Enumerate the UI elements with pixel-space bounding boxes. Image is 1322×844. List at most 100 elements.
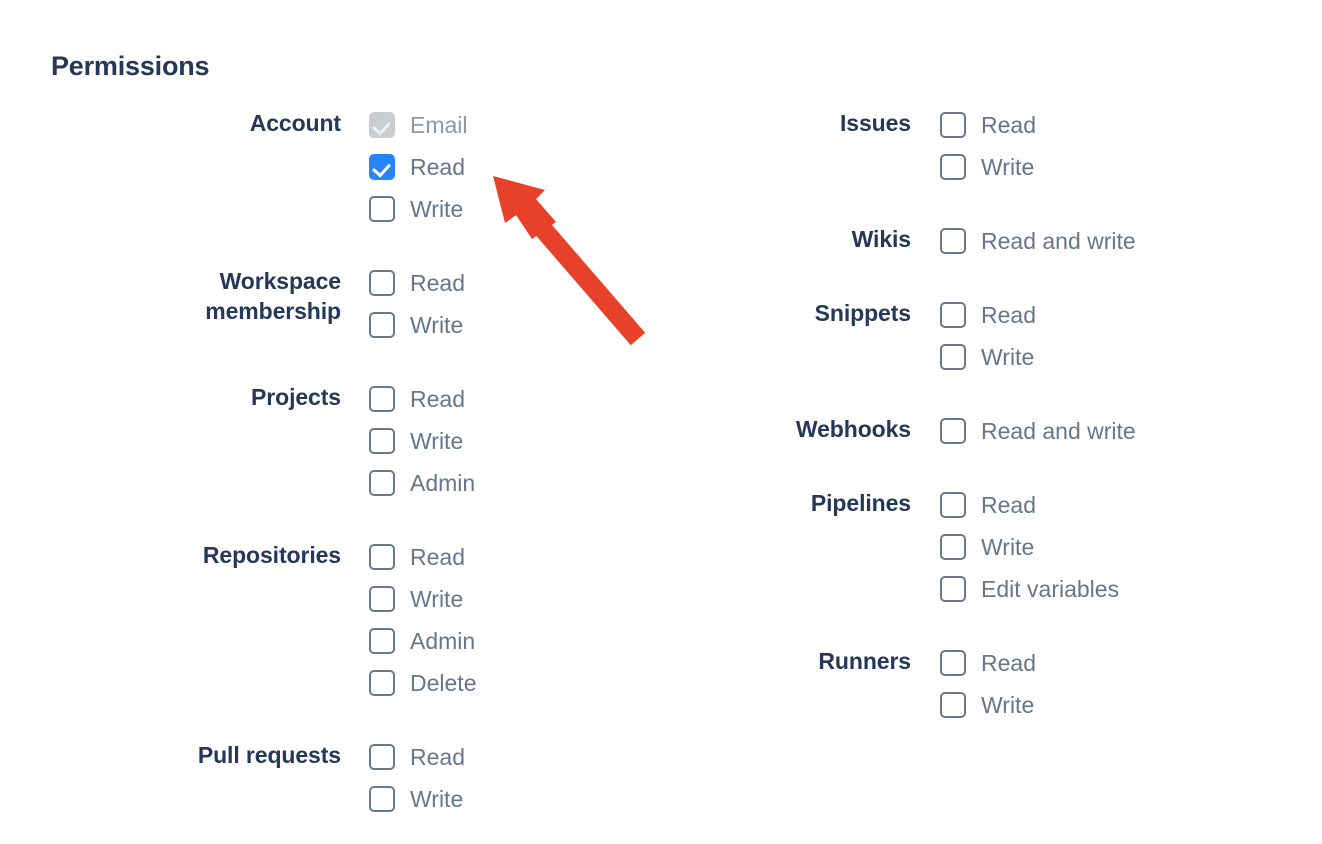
- option-label-write: Write: [981, 692, 1035, 718]
- option-row-workspace-membership-write[interactable]: Write: [369, 304, 620, 346]
- option-row-pull-requests-read[interactable]: Read: [369, 736, 620, 778]
- option-row-runners-read[interactable]: Read: [940, 642, 1250, 684]
- option-label-read: Read: [410, 386, 465, 412]
- option-row-repositories-read[interactable]: Read: [369, 536, 620, 578]
- checkbox-unchecked[interactable]: [940, 692, 966, 718]
- option-label-edit-variables: Edit variables: [981, 576, 1120, 602]
- option-label-write: Write: [410, 312, 464, 338]
- checkbox-unchecked[interactable]: [369, 628, 395, 654]
- permission-group-wikis: Wikis Read and write: [690, 220, 1250, 262]
- checkbox-unchecked[interactable]: [369, 586, 395, 612]
- option-row-snippets-write[interactable]: Write: [940, 336, 1250, 378]
- option-label-write: Write: [981, 344, 1035, 370]
- checkbox-unchecked[interactable]: [369, 544, 395, 570]
- group-label-runners: Runners: [818, 648, 911, 674]
- option-row-webhooks-read-and-write[interactable]: Read and write: [940, 410, 1250, 452]
- option-row-account-read[interactable]: Read: [369, 146, 620, 188]
- option-label-email: Email: [410, 112, 468, 138]
- option-label-write: Write: [981, 534, 1035, 560]
- checkbox-unchecked[interactable]: [940, 154, 966, 180]
- check-icon: [372, 115, 391, 136]
- option-row-pipelines-write[interactable]: Write: [940, 526, 1250, 568]
- group-label-projects: Projects: [251, 384, 341, 410]
- group-label-issues: Issues: [839, 110, 911, 136]
- checkbox-unchecked[interactable]: [369, 428, 395, 454]
- option-row-projects-write[interactable]: Write: [369, 420, 620, 462]
- option-label-read: Read: [981, 112, 1036, 138]
- option-label-write: Write: [410, 586, 464, 612]
- option-list: Read and write: [940, 410, 1250, 452]
- option-row-account-email: Email: [369, 104, 620, 146]
- checkbox-unchecked[interactable]: [369, 744, 395, 770]
- checkbox-unchecked[interactable]: [369, 786, 395, 812]
- option-row-issues-write[interactable]: Write: [940, 146, 1250, 188]
- option-label-read: Read: [410, 154, 465, 180]
- checkbox-unchecked[interactable]: [940, 112, 966, 138]
- option-label-read: Read: [981, 302, 1036, 328]
- checkbox-unchecked[interactable]: [369, 670, 395, 696]
- option-row-pipelines-read[interactable]: Read: [940, 484, 1250, 526]
- option-label-delete: Delete: [410, 670, 477, 696]
- option-list: Read and write: [940, 220, 1250, 262]
- checkbox-checked[interactable]: [369, 154, 395, 180]
- option-row-snippets-read[interactable]: Read: [940, 294, 1250, 336]
- checkbox-unchecked[interactable]: [369, 312, 395, 338]
- check-icon: [372, 157, 391, 178]
- checkbox-unchecked[interactable]: [940, 534, 966, 560]
- option-row-wikis-read-and-write[interactable]: Read and write: [940, 220, 1250, 262]
- group-label-pipelines: Pipelines: [810, 490, 911, 516]
- option-row-pull-requests-write[interactable]: Write: [369, 778, 620, 820]
- group-label-wikis: Wikis: [851, 226, 911, 252]
- group-label-repositories: Repositories: [202, 542, 341, 568]
- checkbox-unchecked[interactable]: [369, 196, 395, 222]
- option-label-read: Read: [410, 744, 465, 770]
- checkbox-unchecked[interactable]: [369, 470, 395, 496]
- option-row-projects-admin[interactable]: Admin: [369, 462, 620, 504]
- option-label-read: Read: [981, 492, 1036, 518]
- option-row-pipelines-edit-variables[interactable]: Edit variables: [940, 568, 1250, 610]
- option-row-repositories-delete[interactable]: Delete: [369, 662, 620, 704]
- checkbox-unchecked[interactable]: [940, 576, 966, 602]
- option-label-read: Read: [981, 650, 1036, 676]
- checkbox-unchecked[interactable]: [940, 228, 966, 254]
- option-row-workspace-membership-read[interactable]: Read: [369, 262, 620, 304]
- option-row-repositories-write[interactable]: Write: [369, 578, 620, 620]
- checkbox-unchecked[interactable]: [940, 492, 966, 518]
- checkbox-unchecked[interactable]: [940, 650, 966, 676]
- option-label-write: Write: [410, 196, 464, 222]
- option-label-admin: Admin: [410, 628, 476, 654]
- option-label-write: Write: [410, 428, 464, 454]
- page-title: Permissions: [51, 51, 210, 81]
- option-label-write: Write: [410, 786, 464, 812]
- checkbox-unchecked[interactable]: [940, 302, 966, 328]
- option-label-write: Write: [981, 154, 1035, 180]
- checkbox-unchecked[interactable]: [369, 386, 395, 412]
- checkbox-unchecked[interactable]: [940, 344, 966, 370]
- option-row-projects-read[interactable]: Read: [369, 378, 620, 420]
- option-row-account-write[interactable]: Write: [369, 188, 620, 230]
- option-row-issues-read[interactable]: Read: [940, 104, 1250, 146]
- checkbox-unchecked[interactable]: [940, 418, 966, 444]
- checkbox-unchecked[interactable]: [369, 270, 395, 296]
- option-row-runners-write[interactable]: Write: [940, 684, 1250, 726]
- option-label-read: Read: [410, 270, 465, 296]
- option-row-repositories-admin[interactable]: Admin: [369, 620, 620, 662]
- group-label-account: Account: [249, 110, 341, 136]
